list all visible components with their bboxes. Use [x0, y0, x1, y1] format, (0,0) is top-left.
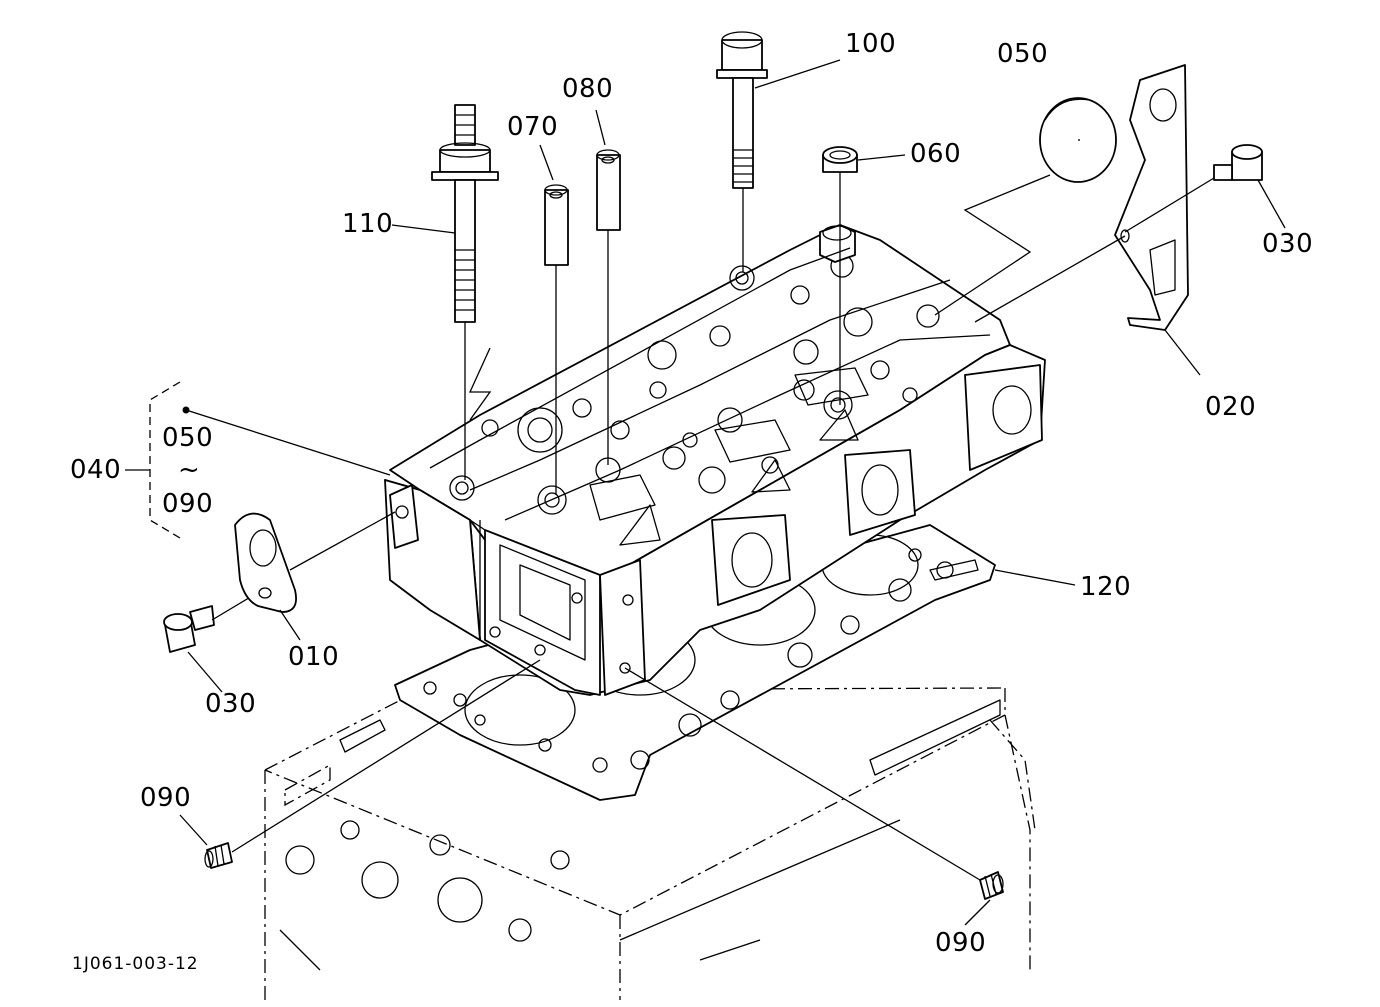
part-010-plate: [234, 511, 396, 641]
part-110-stud: [431, 104, 499, 480]
callout-labels: 100 050 080 070 060 110 030 020 050 ~ 04…: [70, 29, 1313, 974]
leader-lines: [185, 59, 1080, 586]
label-range-mark: ~: [178, 455, 200, 485]
part-070-valve-guide: [544, 184, 569, 495]
label-050-top: 050: [997, 39, 1048, 69]
label-050-group: 050: [162, 423, 213, 453]
part-030-bolt-right: [1124, 144, 1286, 233]
part-020-hanger-bracket: [974, 64, 1201, 376]
part-060-seal-ring: [822, 146, 858, 405]
label-070: 070: [507, 112, 558, 142]
label-110: 110: [342, 209, 393, 239]
label-030-left: 030: [205, 689, 256, 719]
cylinder-head: [384, 224, 1046, 696]
part-030-bolt-left: [163, 589, 263, 693]
label-030-right: 030: [1262, 229, 1313, 259]
label-090-group: 090: [162, 489, 213, 519]
group-040-bracket: [125, 381, 190, 539]
engine-block-outline: [264, 687, 1036, 1000]
part-050-plug: [934, 97, 1117, 316]
label-090-left: 090: [140, 783, 191, 813]
label-040: 040: [70, 455, 121, 485]
label-080: 080: [562, 74, 613, 104]
label-060: 060: [910, 139, 961, 169]
label-020: 020: [1205, 392, 1256, 422]
part-080-valve-guide: [596, 149, 621, 465]
part-090-plug-right: [624, 667, 1004, 926]
label-120: 120: [1080, 572, 1131, 602]
figure-code: 1J061-003-12: [72, 954, 199, 974]
part-100-bolt: [716, 31, 768, 272]
label-010: 010: [288, 642, 339, 672]
label-090-right: 090: [935, 928, 986, 958]
part-090-plug-left: [179, 659, 541, 869]
label-100: 100: [845, 29, 896, 59]
